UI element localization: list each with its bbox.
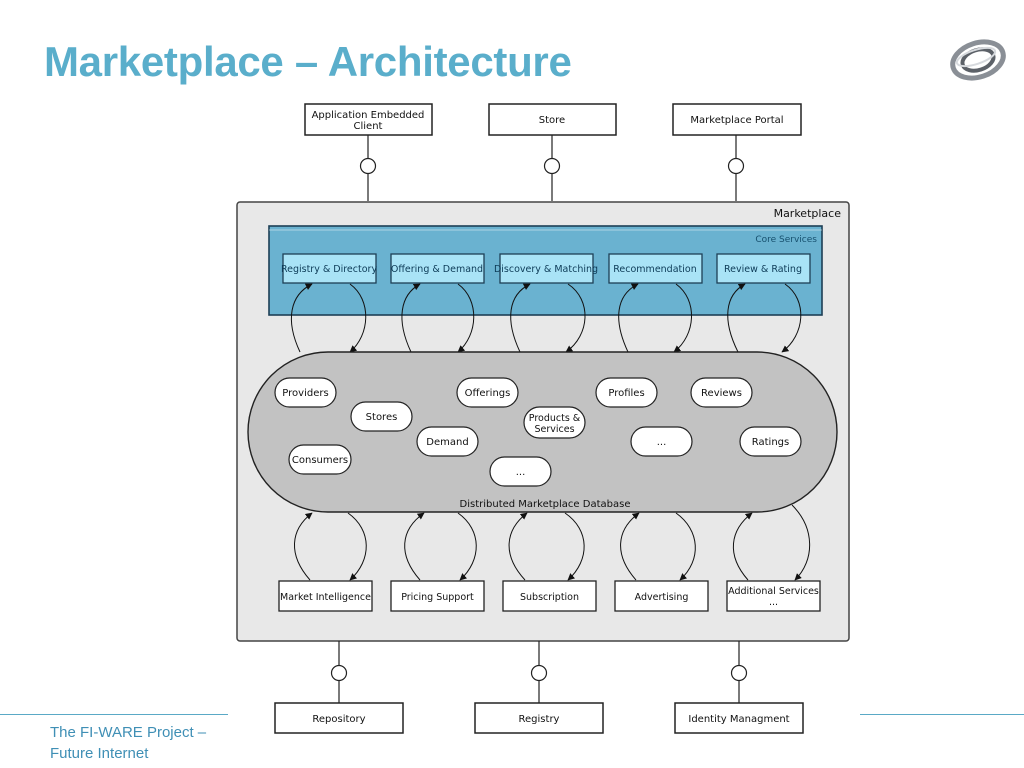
svg-text:Registry & Directory: Registry & Directory [281, 264, 378, 275]
marketplace-label: Marketplace [774, 207, 842, 220]
core-service-review-rating: Review & Rating [716, 253, 811, 284]
core-service-registry-directory: Registry & Directory [281, 253, 378, 284]
footer-text: The FI-WARE Project – Future Internet [50, 722, 235, 764]
svg-text:Client: Client [354, 121, 383, 132]
support-additional-services: Additional Services ... [726, 580, 821, 612]
external-identity-management: Identity Managment [674, 702, 804, 734]
core-services-label: Core Services [755, 235, 817, 245]
core-service-offering-demand: Offering & Demand [390, 253, 485, 284]
footer-line-2: Future Internet [50, 745, 149, 762]
entity-consumers: Consumers [288, 444, 352, 475]
core-service-discovery-matching: Discovery & Matching [494, 253, 598, 284]
entity-reviews: Reviews [690, 377, 753, 408]
client-store: Store [488, 103, 617, 136]
external-connectors [330, 641, 748, 703]
svg-text:Advertising: Advertising [635, 592, 689, 603]
svg-text:Recommendation: Recommendation [613, 264, 696, 275]
svg-text:Review & Rating: Review & Rating [724, 264, 802, 275]
fiware-logo-icon [950, 39, 1006, 81]
svg-text:Ratings: Ratings [752, 437, 789, 448]
client-application-embedded: Application Embedded Client [304, 103, 433, 136]
entity-offerings: Offerings [456, 377, 519, 408]
svg-text:Demand: Demand [426, 437, 468, 448]
svg-text:...: ... [657, 437, 667, 448]
svg-text:Identity Managment: Identity Managment [688, 714, 789, 725]
footer-rule-left [0, 714, 228, 715]
svg-text:Providers: Providers [282, 388, 328, 399]
client-marketplace-portal: Marketplace Portal [672, 103, 802, 136]
database-support-arrows [294, 504, 811, 581]
support-advertising: Advertising [614, 580, 709, 612]
svg-text:...: ... [516, 467, 526, 478]
entity-providers: Providers [274, 377, 337, 408]
svg-text:Store: Store [539, 115, 565, 126]
database-label: Distributed Marketplace Database [460, 499, 631, 510]
external-registry: Registry [474, 702, 604, 734]
core-database-arrows [290, 283, 802, 353]
slide-title: Marketplace – Architecture [44, 38, 572, 85]
svg-text:Offering & Demand: Offering & Demand [391, 264, 483, 275]
support-subscription: Subscription [502, 580, 597, 612]
svg-text:Offerings: Offerings [465, 388, 511, 399]
svg-text:Application Embedded: Application Embedded [312, 110, 425, 121]
entity-products-services: Products & Services [523, 406, 586, 439]
external-repository: Repository [274, 702, 404, 734]
client-connectors [359, 135, 745, 201]
core-service-recommendation: Recommendation [608, 253, 703, 284]
entity-ratings: Ratings [739, 426, 802, 457]
svg-text:Consumers: Consumers [292, 455, 348, 466]
svg-text:Discovery & Matching: Discovery & Matching [494, 264, 598, 275]
svg-text:Additional Services: Additional Services [728, 586, 819, 597]
footer-line-1: The FI-WARE Project – [50, 724, 207, 741]
support-pricing-support: Pricing Support [390, 580, 485, 612]
svg-text:Registry: Registry [519, 714, 560, 725]
entity-demand: Demand [416, 426, 479, 457]
svg-text:Services: Services [534, 424, 574, 435]
entity-more-2: ... [630, 426, 693, 457]
svg-text:...: ... [769, 597, 778, 608]
entity-profiles: Profiles [595, 377, 658, 408]
svg-text:Pricing Support: Pricing Support [401, 592, 474, 603]
entity-more-1: ... [489, 456, 552, 487]
svg-text:Market Intelligence: Market Intelligence [280, 592, 371, 603]
support-market-intelligence: Market Intelligence [278, 580, 373, 612]
footer-rule-right [860, 714, 1024, 715]
svg-text:Marketplace Portal: Marketplace Portal [690, 115, 783, 126]
svg-text:Profiles: Profiles [608, 388, 644, 399]
entity-stores: Stores [350, 401, 413, 432]
svg-text:Subscription: Subscription [520, 592, 579, 603]
svg-text:Products &: Products & [529, 413, 581, 424]
svg-text:Repository: Repository [312, 714, 365, 725]
svg-text:Stores: Stores [366, 412, 398, 423]
svg-text:Reviews: Reviews [701, 388, 742, 399]
